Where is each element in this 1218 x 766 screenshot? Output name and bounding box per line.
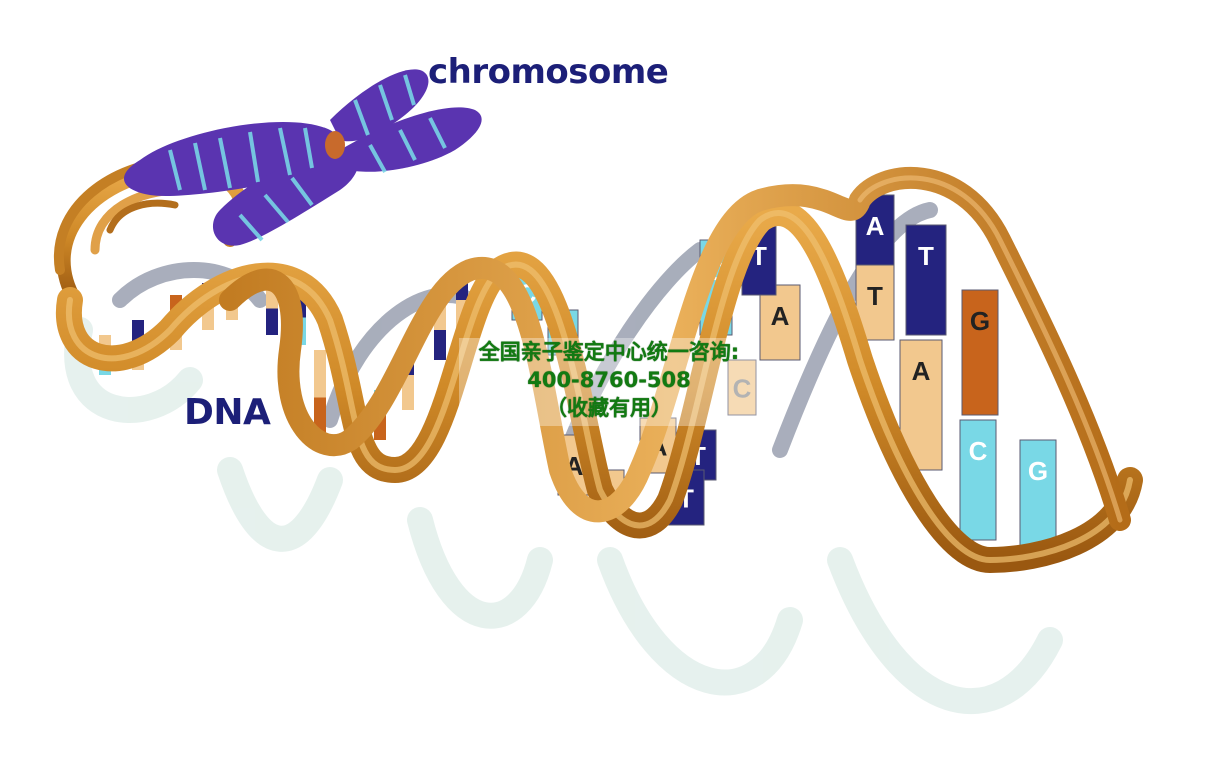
base-letter: G xyxy=(1028,456,1048,486)
base-letter: A xyxy=(912,356,931,386)
base-pair-rung-top xyxy=(314,350,326,398)
centromere xyxy=(325,131,345,159)
base-letter: T xyxy=(867,281,883,311)
base-letter: G xyxy=(970,306,990,336)
watermark-overlay: 全国亲子鉴定中心统一咨询: 400-8760-508 （收藏有用） xyxy=(459,338,759,426)
base-pair-rung-bottom xyxy=(434,330,446,360)
chromosome-shape xyxy=(124,69,482,245)
watermark-line-1: 全国亲子鉴定中心统一咨询: xyxy=(459,338,759,366)
base-letter: C xyxy=(969,436,988,466)
chromosome-label: chromosome xyxy=(428,52,668,92)
base-letter: A xyxy=(866,211,885,241)
watermark-line-3: （收藏有用） xyxy=(459,394,759,422)
base-pair-rung-bottom xyxy=(266,309,278,336)
dna-label: DNA xyxy=(184,392,270,433)
watermark-line-2: 400-8760-508 xyxy=(459,366,759,394)
base-letter: T xyxy=(918,241,934,271)
base-letter: A xyxy=(771,301,790,331)
